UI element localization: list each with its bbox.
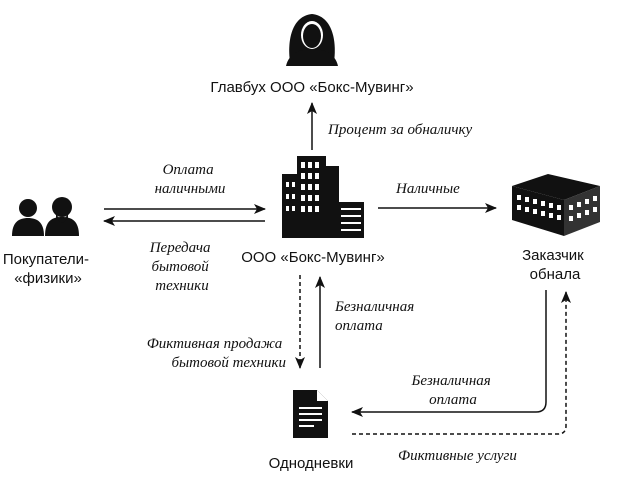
customer-label: Заказчик обнала xyxy=(522,247,588,283)
noncash-to-shells-label-line1: Безналичная xyxy=(411,373,491,389)
cash-payment-label: Оплата наличными xyxy=(155,162,226,197)
customer-label-line1: Заказчик xyxy=(522,247,584,264)
appliances-label-line1: Передача xyxy=(149,240,211,256)
buyers-label-line1: Покупатели- xyxy=(3,251,89,268)
percent-label: Процент за обналичку xyxy=(327,122,472,138)
fictitious-sale-label-line1: Фиктивная продажа xyxy=(147,336,283,352)
customer-label-line2: обнала xyxy=(530,266,581,283)
shells-label: Однодневки xyxy=(269,455,354,472)
chief-accountant-label: Главбух ООО «Бокс-Мувинг» xyxy=(210,79,413,96)
arrow-shells-to-customer-dashed xyxy=(352,291,571,435)
office-building-icon xyxy=(282,156,364,238)
fictitious-sale-label-line2: бытовой техники xyxy=(171,355,286,371)
appliances-label: Передача бытовой техники xyxy=(149,240,215,294)
building-3d-icon xyxy=(512,174,600,236)
company-label: ООО «Бокс-Мувинг» xyxy=(241,249,385,266)
cash-label: Наличные xyxy=(395,181,460,197)
document-icon xyxy=(293,390,328,438)
buyers-label: Покупатели- «физики» xyxy=(3,251,93,287)
noncash-to-shells-label: Безналичная оплата xyxy=(411,373,495,408)
noncash-to-shells-label-line2: оплата xyxy=(429,392,477,408)
noncash-to-company-label-line2: оплата xyxy=(335,318,383,334)
noncash-to-company-label-line1: Безналичная xyxy=(334,299,414,315)
two-people-icon xyxy=(12,197,79,236)
appliances-label-line2: бытовой xyxy=(151,259,209,275)
buyers-label-line2: «физики» xyxy=(14,270,82,287)
noncash-to-company-label: Безналичная оплата xyxy=(334,299,418,334)
arrow-customer-to-shells xyxy=(351,290,547,417)
cash-payment-label-line2: наличными xyxy=(155,181,226,197)
cash-payment-label-line1: Оплата xyxy=(163,162,214,178)
appliances-label-line3: техники xyxy=(155,278,208,294)
fictitious-services-label: Фиктивные услуги xyxy=(398,448,517,464)
fictitious-sale-label: Фиктивная продажа бытовой техники xyxy=(147,336,286,371)
woman-icon xyxy=(286,14,338,66)
